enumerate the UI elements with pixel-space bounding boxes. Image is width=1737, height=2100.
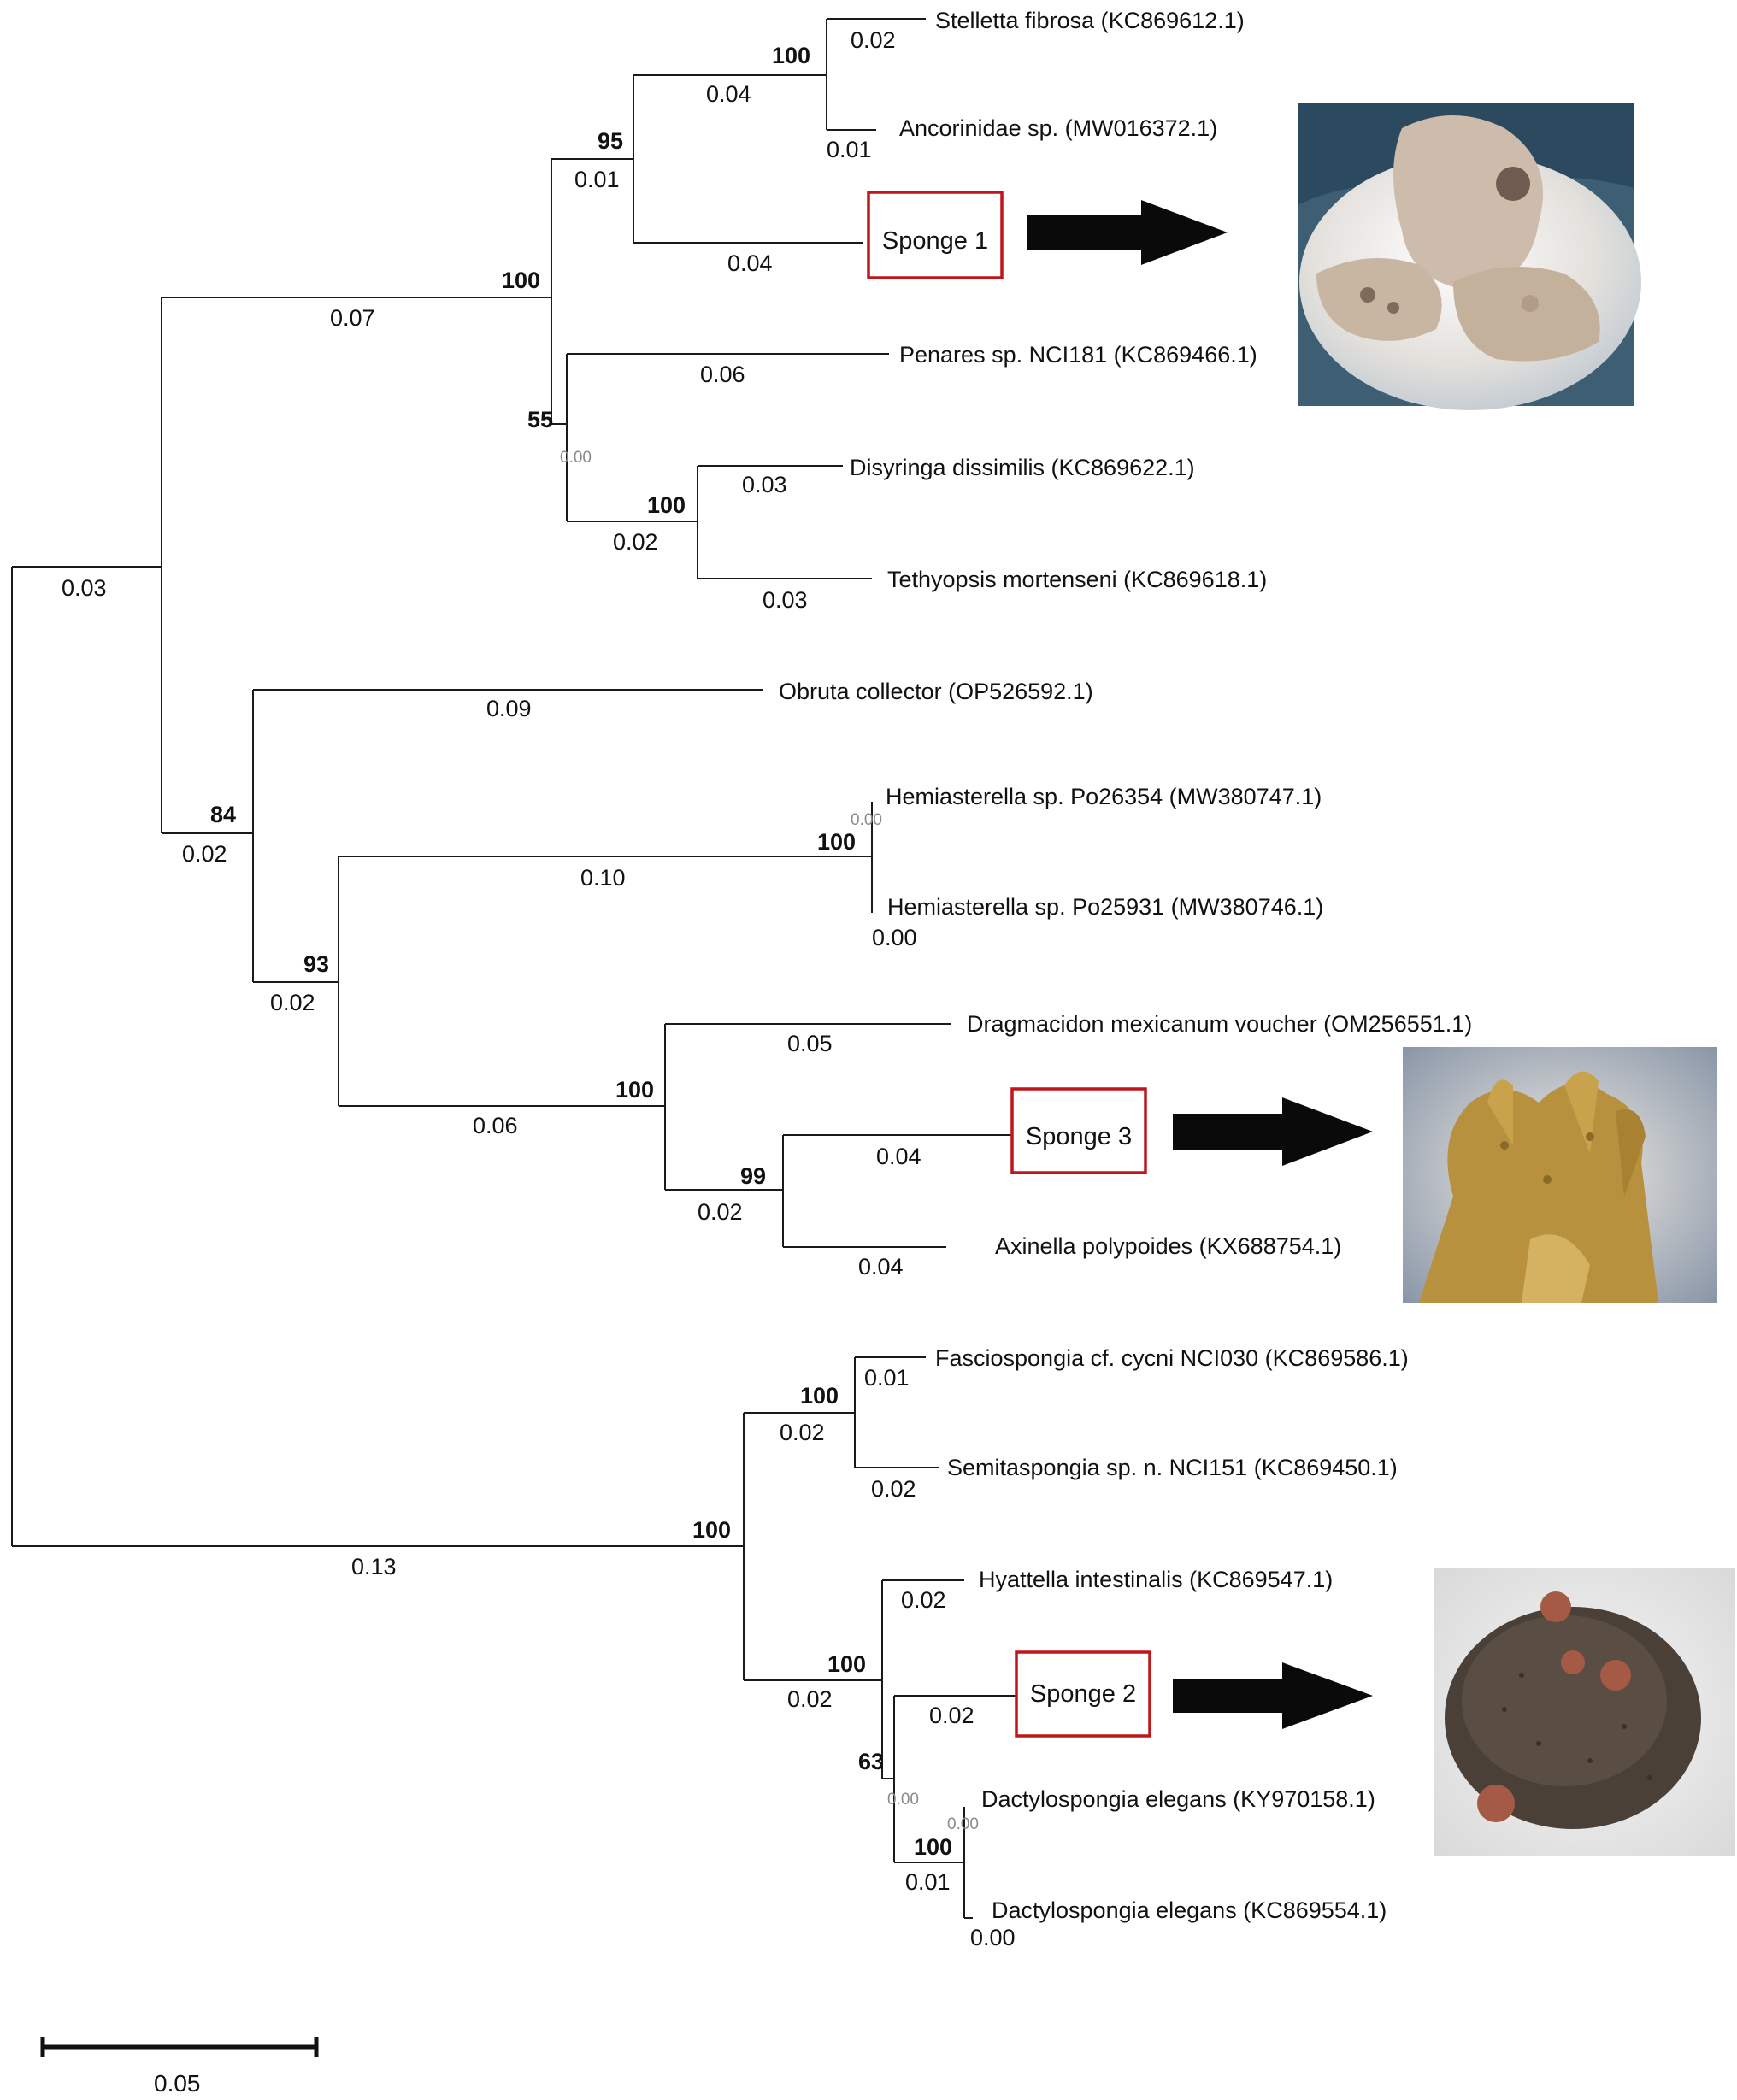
bootstrap-value: 100 — [914, 1834, 952, 1860]
branch-length: 0.04 — [727, 250, 773, 276]
arrow-sample-3 — [1173, 1097, 1373, 1166]
bootstrap-value: 100 — [817, 829, 856, 855]
sample-3-label: Sponge 3 — [1026, 1123, 1132, 1150]
branch-length: 0.06 — [700, 362, 745, 387]
bootstrap-value: 93 — [303, 951, 329, 977]
branch-length: 0.00 — [970, 1925, 1016, 1950]
bootstrap-value: 100 — [800, 1383, 839, 1409]
branch-length: 0.02 — [929, 1703, 974, 1728]
bootstrap-value: 100 — [772, 43, 810, 68]
photo-sample-1 — [1298, 103, 1641, 410]
taxon-label-penares: Penares sp. NCI181 (KC869466.1) — [899, 342, 1257, 368]
branch-length: 0.00 — [560, 449, 592, 467]
taxon-label-hemiasterella-1: Hemiasterella sp. Po26354 (MW380747.1) — [886, 784, 1322, 809]
branch-length: 0.02 — [871, 1476, 916, 1502]
branch-length: 0.02 — [613, 529, 658, 555]
branch-length: 0.09 — [486, 696, 532, 721]
taxon-label-disyringa: Disyringa dissimilis (KC869622.1) — [850, 455, 1195, 480]
branch-length: 0.07 — [330, 305, 375, 331]
branch-length: 0.13 — [351, 1554, 397, 1579]
taxon-label-stelletta: Stelletta fibrosa (KC869612.1) — [935, 8, 1245, 33]
branch-length: 0.02 — [270, 990, 315, 1015]
branch-length: 0.03 — [62, 575, 107, 601]
bootstrap-value: 63 — [858, 1749, 884, 1774]
arrow-sample-1 — [1027, 200, 1228, 265]
taxon-label-fasciospongia: Fasciospongia cf. cycni NCI030 (KC869586… — [935, 1345, 1409, 1371]
arrow-sample-2 — [1173, 1662, 1373, 1729]
taxon-label-obruta: Obruta collector (OP526592.1) — [779, 679, 1093, 704]
branch-length: 0.02 — [787, 1686, 833, 1712]
branch-length: 0.00 — [947, 1815, 979, 1833]
branch-length: 0.01 — [574, 167, 620, 192]
photo-sample-2 — [1434, 1568, 1735, 1856]
branch-length: 0.02 — [851, 27, 896, 53]
branch-length: 0.06 — [473, 1113, 518, 1138]
bootstrap-value: 95 — [598, 128, 623, 154]
branch-length: 0.04 — [876, 1144, 921, 1169]
taxon-label-tethyopsis: Tethyopsis mortenseni (KC869618.1) — [887, 567, 1267, 592]
branch-length: 0.01 — [905, 1869, 951, 1895]
taxon-label-dragmacidon: Dragmacidon mexicanum voucher (OM256551.… — [967, 1011, 1472, 1037]
bootstrap-value: 100 — [692, 1517, 731, 1543]
branch-length: 0.10 — [580, 865, 626, 891]
bootstrap-values: 100 95 100 55 100 84 93 100 100 99 100 1… — [210, 43, 952, 1860]
photo-sample-3 — [1403, 1047, 1717, 1303]
sample-1-label: Sponge 1 — [882, 227, 988, 255]
taxon-label-dactylospongia-1: Dactylospongia elegans (KY970158.1) — [981, 1786, 1375, 1812]
scale-bar: 0.05 — [40, 2037, 319, 2097]
branch-length: 0.00 — [872, 925, 917, 950]
branch-length: 0.04 — [706, 81, 751, 107]
branch-length: 0.00 — [887, 1791, 919, 1809]
taxon-label-hemiasterella-2: Hemiasterella sp. Po25931 (MW380746.1) — [887, 894, 1323, 920]
bootstrap-value: 55 — [527, 407, 553, 432]
scale-bar-label: 0.05 — [154, 2070, 201, 2097]
taxon-label-hyattella: Hyattella intestinalis (KC869547.1) — [979, 1567, 1333, 1592]
branch-length: 0.02 — [901, 1587, 946, 1613]
taxon-label-ancorinidae: Ancorinidae sp. (MW016372.1) — [899, 115, 1217, 141]
branch-length: 0.04 — [858, 1254, 904, 1279]
sample-3-box — [1010, 1087, 1147, 1174]
taxon-labels: Stelletta fibrosa (KC869612.1) Ancorinid… — [779, 8, 1472, 1923]
bootstrap-value: 100 — [502, 268, 540, 293]
sample-2: Sponge 2 — [1015, 1650, 1151, 1738]
taxon-label-axinella: Axinella polypoides (KX688754.1) — [995, 1233, 1341, 1259]
sample-3: Sponge 3 — [1010, 1087, 1147, 1174]
bootstrap-value: 100 — [827, 1651, 866, 1677]
bootstrap-value: 100 — [615, 1077, 654, 1103]
branch-length: 0.03 — [763, 587, 808, 613]
branches — [11, 18, 1016, 1919]
sample-1: Sponge 1 — [867, 191, 1004, 279]
taxon-label-semitaspongia: Semitaspongia sp. n. NCI151 (KC869450.1) — [947, 1455, 1398, 1480]
bootstrap-value: 84 — [210, 802, 236, 827]
branch-length: 0.01 — [827, 137, 872, 162]
bootstrap-value: 100 — [647, 492, 686, 518]
bootstrap-value: 99 — [740, 1163, 766, 1189]
branch-length: 0.05 — [787, 1031, 833, 1056]
branch-length: 0.01 — [864, 1365, 910, 1391]
branch-length-values: 0.02 0.01 0.04 0.04 0.01 0.07 0.06 0.00 … — [62, 27, 1016, 1950]
branch-length: 0.02 — [780, 1420, 825, 1445]
branch-length: 0.03 — [742, 472, 787, 497]
sample-2-box — [1015, 1650, 1151, 1738]
taxon-label-dactylospongia-2: Dactylospongia elegans (KC869554.1) — [992, 1897, 1387, 1923]
branch-length: 0.02 — [698, 1199, 743, 1225]
branch-length: 0.02 — [182, 841, 227, 867]
sample-1-box — [867, 191, 1004, 279]
sample-2-label: Sponge 2 — [1030, 1680, 1136, 1708]
branch-length: 0.00 — [851, 811, 882, 829]
